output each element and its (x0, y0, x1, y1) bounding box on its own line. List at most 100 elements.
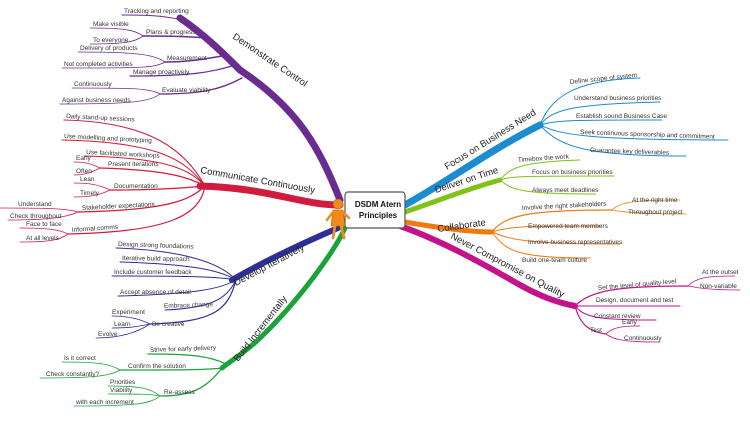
node-workshops: Use facilitated workshops (86, 149, 161, 160)
branch-line (61, 361, 121, 371)
node-timely: Timely (80, 190, 100, 197)
node-embrace-change: Embrace change (164, 301, 214, 310)
branch-line (499, 179, 597, 195)
branch-focus-main-stroke (401, 121, 544, 209)
branch-line (19, 227, 69, 235)
center-node: DSDM Atern Principles (325, 191, 406, 240)
branch-line (687, 285, 741, 291)
branch-line (159, 77, 243, 95)
branch-line (129, 65, 233, 77)
branch-line (73, 189, 111, 198)
branch-line (491, 209, 613, 233)
node-define-scope: Define scope of system (569, 72, 637, 86)
center-title-line2: Principles (359, 211, 398, 220)
branch-line (491, 231, 591, 259)
branch-line (61, 139, 206, 187)
node-confirm: Confirm the solution (128, 363, 186, 370)
node-business-reps: Involve business representatives (528, 239, 623, 246)
branch-line (61, 61, 166, 69)
node-check-throughout: Check throughout (10, 213, 62, 220)
branch-line (121, 14, 188, 23)
branch-demonstrate-main-stroke (176, 14, 344, 204)
branch-line (119, 261, 237, 281)
node-understand: Understand (18, 201, 52, 208)
branch-deliver-main-stroke (402, 177, 503, 215)
branch-line (111, 323, 151, 329)
node-documentation: Documentation (114, 183, 158, 190)
node-design-document: Design, document and test (596, 297, 674, 304)
node-each-increment: with each increment (75, 399, 134, 406)
branch-line (83, 155, 206, 187)
branch-develop-label: Develop Iteratively (232, 242, 306, 289)
branch-line (605, 325, 641, 335)
node-one-team: Build one-team culture (522, 257, 587, 264)
branch-line (491, 225, 601, 233)
node-continuously-test: Continuously (624, 335, 662, 342)
branch-line (539, 124, 687, 157)
branch-line (539, 119, 663, 126)
branch-line (0, 207, 79, 213)
branch-line (111, 275, 237, 281)
branch-line (687, 275, 736, 287)
branch-line (73, 395, 161, 407)
node-make-visible: Make visible (93, 21, 129, 28)
node-modelling: Use modelling and prototyping (64, 133, 152, 145)
node-strive: Strive for early delivery (150, 345, 217, 354)
branch-line (499, 175, 615, 181)
branch-line (67, 185, 206, 235)
branch-focus-business-need (401, 77, 729, 209)
node-experiment: Experiment (112, 309, 145, 316)
branch-never-compromise-quality (397, 223, 741, 343)
node-outset: At the outset (702, 269, 739, 276)
branch-line (109, 185, 206, 191)
node-informal: Informal comms (72, 224, 119, 234)
node-learn: Learn (114, 321, 131, 328)
person-figure-icon (325, 198, 351, 240)
node-timebox: Timebox the work (518, 153, 570, 164)
branch-line (611, 209, 687, 215)
branch-deliver-on-time (402, 159, 615, 215)
branch-line (142, 35, 206, 39)
node-lean: Lean (80, 176, 95, 183)
branch-line (95, 323, 151, 339)
branch-line (77, 51, 166, 63)
branch-line (147, 353, 227, 365)
node-check-constantly: Check constantly? (46, 371, 99, 378)
branch-line (77, 185, 206, 213)
node-plans: Plans & progress (146, 29, 196, 36)
node-key-deliverables: Guarantee key deliverables (590, 147, 670, 157)
branch-develop-main-stroke (229, 225, 341, 283)
node-measurement: Measurement (167, 55, 207, 62)
branch-line (539, 77, 641, 126)
branch-communicate-continuously (0, 119, 344, 243)
branch-line (115, 247, 237, 281)
node-to-everyone: To everyone (93, 37, 129, 44)
branch-line (117, 279, 237, 297)
branch-collaborate (402, 199, 687, 259)
node-foundations: Design strong foundations (118, 241, 194, 251)
node-is-correct: Is it correct (64, 355, 96, 362)
node-be-creative: Be creative (152, 321, 185, 328)
branch-line (99, 167, 206, 187)
branch-incremental-main-stroke (219, 225, 348, 371)
node-constant-review: Constant review (594, 313, 641, 320)
branch-line (107, 385, 161, 397)
node-manage: Manage proactively (133, 69, 190, 76)
branch-line (574, 305, 657, 321)
branch-line (73, 167, 101, 176)
branch-line (59, 93, 161, 105)
node-non-variable: Non-variable (700, 283, 737, 290)
node-absence-detail: Accept absence of detail (120, 289, 191, 296)
node-business-priorities: Understand business priorities (574, 95, 662, 102)
branch-line (491, 231, 621, 245)
node-daily: Daily stand-up sessions (66, 113, 136, 124)
node-face-to-face: Face to face (26, 221, 62, 228)
branch-line (611, 199, 681, 211)
branch-line (73, 182, 111, 191)
node-early: Early (76, 155, 92, 162)
branch-line (149, 279, 237, 325)
branch-line (119, 367, 223, 371)
node-right-stakeholders: Involve the right stakeholders (522, 201, 608, 212)
branch-line (164, 279, 237, 311)
